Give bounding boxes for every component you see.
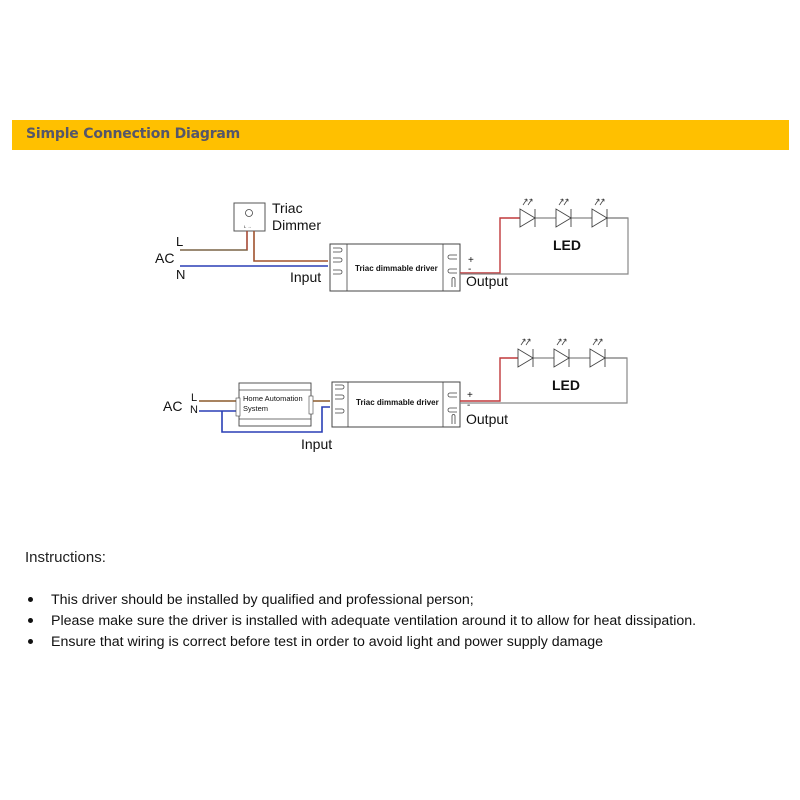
live-label: L bbox=[176, 234, 183, 249]
led-diode-icon bbox=[517, 338, 534, 368]
minus-label: - bbox=[468, 264, 471, 275]
led-diode-icon bbox=[519, 198, 536, 228]
dimmer-label-line1: Triac bbox=[272, 200, 303, 216]
negative-wire-2 bbox=[460, 357, 628, 404]
led-string-2 bbox=[517, 338, 627, 368]
led-diode-icon bbox=[553, 338, 570, 368]
driver-label: Triac dimmable driver bbox=[355, 264, 438, 273]
neutral-label-2: N bbox=[190, 404, 198, 416]
dimmer-knob-icon bbox=[245, 209, 253, 217]
output-label-2: Output bbox=[466, 411, 508, 427]
input-label-2: Input bbox=[301, 436, 332, 452]
triac-driver-1: Triac dimmable driver bbox=[329, 243, 461, 292]
neutral-label: N bbox=[176, 267, 185, 282]
negative-wire bbox=[460, 217, 629, 275]
automation-label-line1: Home Automation bbox=[243, 394, 303, 403]
led-label-2: LED bbox=[552, 377, 580, 393]
section-header-bar bbox=[12, 120, 789, 150]
live-wire bbox=[180, 231, 248, 251]
diagram-home-automation: AC L N Home Automation System Input bbox=[163, 338, 628, 452]
triac-driver-2: Triac dimmable driver bbox=[331, 381, 461, 428]
diagram-dimmer: L → Triac Dimmer AC L N Input Triac dimm… bbox=[155, 198, 629, 292]
instructions-title: Instructions: bbox=[25, 549, 106, 566]
ac-label: AC bbox=[155, 250, 174, 266]
led-string-1 bbox=[519, 198, 628, 228]
bullet-icon bbox=[28, 639, 33, 644]
section-title: Simple Connection Diagram bbox=[26, 126, 241, 142]
led-diode-icon bbox=[555, 198, 572, 228]
dimmer-label-line2: Dimmer bbox=[272, 217, 321, 233]
triac-dimmer-box bbox=[233, 202, 266, 232]
driver-label-2: Triac dimmable driver bbox=[356, 398, 439, 407]
automation-label-line2: System bbox=[243, 404, 268, 413]
dimmer-terminals: L → bbox=[244, 224, 251, 229]
home-automation-box: Home Automation System bbox=[235, 382, 314, 427]
bullet-icon bbox=[28, 618, 33, 623]
output-label: Output bbox=[466, 273, 508, 289]
input-label: Input bbox=[290, 269, 321, 285]
ac-label-2: AC bbox=[163, 398, 182, 414]
bullet-icon bbox=[28, 597, 33, 602]
live-label-2: L bbox=[191, 392, 197, 404]
minus-label-2: - bbox=[467, 400, 470, 411]
led-label: LED bbox=[553, 237, 581, 253]
plus-label: + bbox=[468, 255, 474, 266]
positive-wire-2 bbox=[460, 357, 520, 402]
led-diode-icon bbox=[591, 198, 608, 228]
plus-label-2: + bbox=[467, 390, 473, 401]
led-diode-icon bbox=[589, 338, 606, 368]
neutral-bypass-wire bbox=[221, 406, 330, 433]
positive-wire bbox=[460, 217, 520, 274]
dimmer-output-wire bbox=[253, 231, 328, 262]
